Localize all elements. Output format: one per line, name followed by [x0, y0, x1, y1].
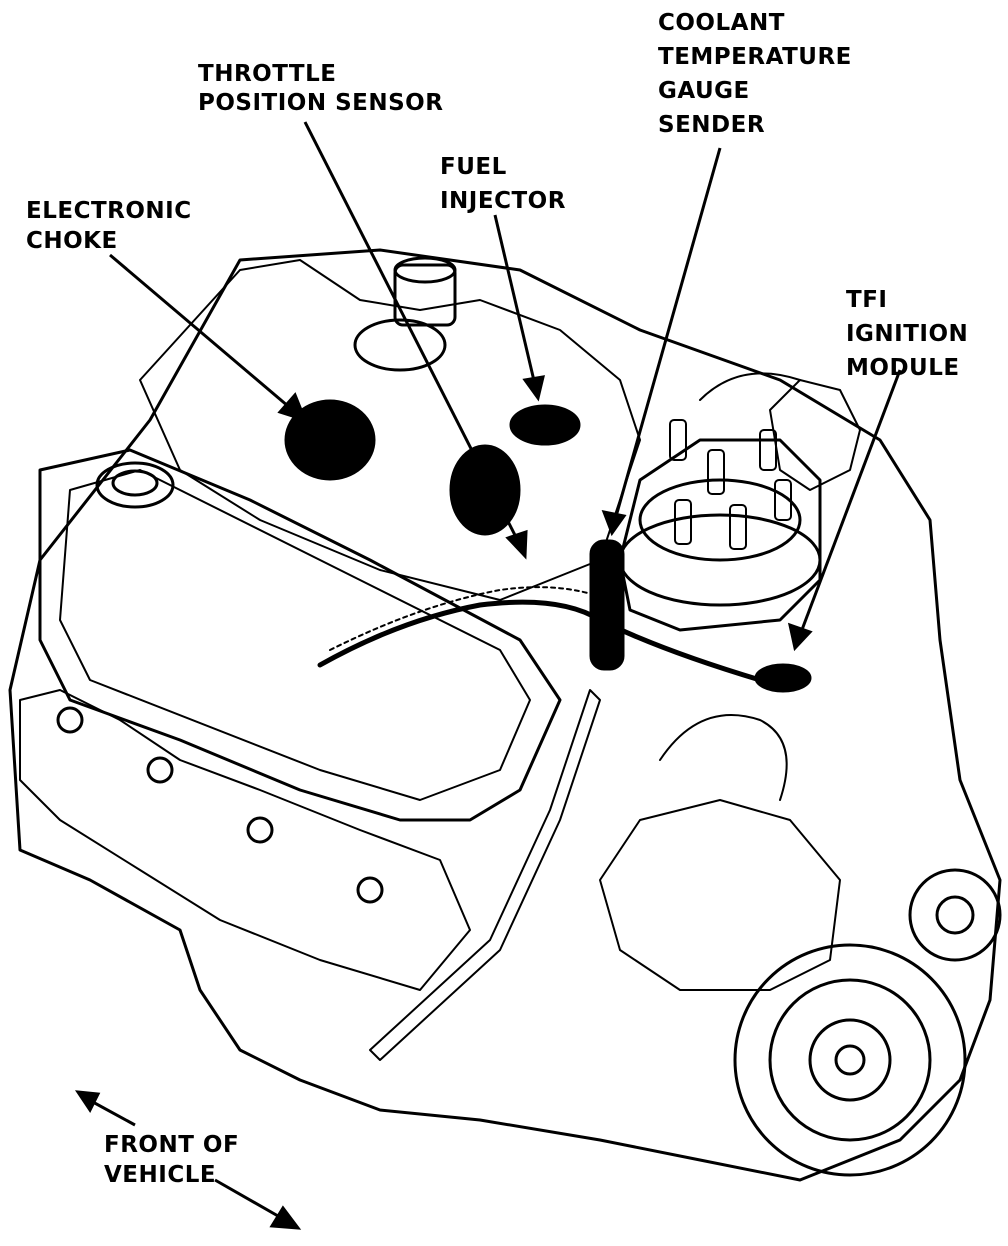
oil-filler-cap: [95, 461, 175, 509]
water-pump: [599, 799, 841, 991]
valve-cover-inner: [59, 469, 531, 801]
coolant-sender-highlight: [589, 539, 625, 671]
fuel-injector-highlight: [509, 404, 581, 446]
electronic-choke-label: ELECTRONIC CHOKE: [26, 198, 192, 254]
radiator-hose: [659, 714, 788, 801]
front-of-vehicle-label: FRONT OF VEHICLE: [104, 1132, 240, 1188]
injector-leader: [493, 214, 537, 386]
coolant-leader: [613, 147, 722, 521]
coolant-temperature-gauge-sender-label: COOLANT TEMPERATURE GAUGE SENDER: [658, 10, 852, 138]
front-arrow-lower: [214, 1178, 286, 1222]
exhaust-manifold: [19, 689, 471, 991]
front-pulley: [908, 868, 1002, 962]
valve-cover: [38, 448, 562, 822]
tfi-module-highlight: [754, 663, 812, 693]
intake-manifold: [139, 259, 641, 601]
harmonic-balancer: [733, 943, 967, 1177]
engine-block-outline: [8, 248, 1002, 1182]
throttle-position-sensor-label: THROTTLE POSITION SENSOR: [198, 61, 444, 116]
tps-leader: [303, 121, 522, 546]
tfi-leader: [798, 369, 902, 636]
distributor-cap: [618, 438, 822, 632]
tfi-ignition-module-label: TFI IGNITION MODULE: [846, 287, 969, 381]
wiring-harness: [317, 599, 763, 683]
thermostat-housing: [769, 379, 861, 491]
electronic-choke-highlight: [284, 399, 376, 481]
choke-leader: [109, 253, 296, 414]
fuel-injector-label: FUEL INJECTOR: [440, 154, 566, 214]
dipstick-tube: [369, 689, 601, 1061]
